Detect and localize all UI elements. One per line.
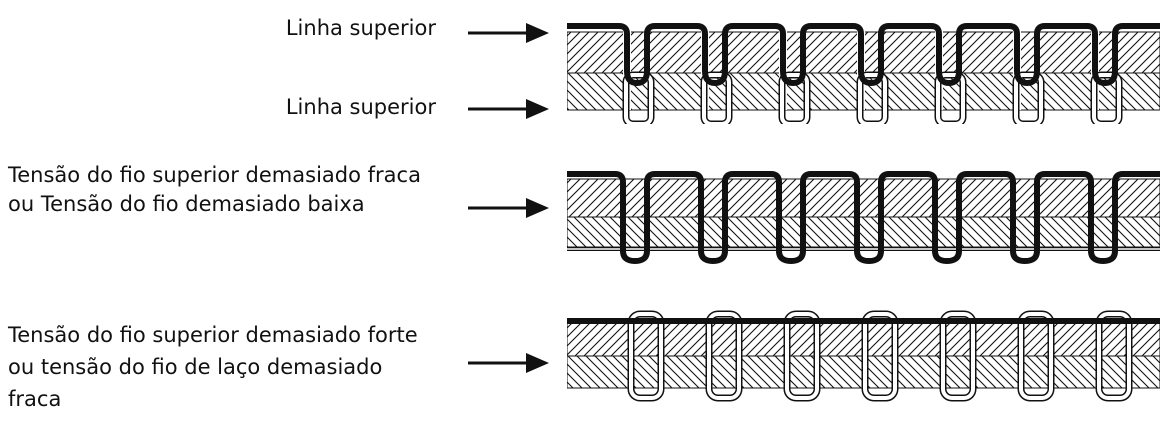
lower-thread-loop [780,73,809,124]
strong-upper-tension-stitch-diagram [567,310,1160,402]
weak-upper-tension-stitch-diagram [567,171,1160,264]
lower-thread-loop [941,312,975,400]
arrow-icon [468,353,549,373]
weak-upper-tension-label: Tensão do fio superior demasiado fraca o… [8,161,421,219]
strong-upper-tension-line-1: Tensão do fio superior demasiado forte [8,323,418,347]
weak-upper-tension-line-2: ou Tensão do fio demasiado baixa [8,192,365,216]
lower-thread-loop [624,73,653,124]
lower-thread-loop [1097,312,1131,400]
upper-thread [567,23,1160,86]
lower-thread-loop [936,73,965,124]
balanced-stitch-diagram [567,23,1160,124]
lower-thread-loop [1014,73,1043,124]
lower-thread-loop [858,73,887,124]
lower-thread-loop [1019,312,1053,400]
lower-thread-loop [629,312,663,400]
lower-thread-loop [707,312,741,400]
arrow-icon [468,198,549,218]
strong-upper-tension-line-2: ou tensão do fio de laço demasiado [8,355,383,379]
strong-upper-tension-label: Tensão do fio superior demasiado forte o… [8,319,418,415]
upper-fabric-layer [567,178,1160,218]
strong-upper-tension-line-3: fraca [8,387,62,411]
lower-thread-loop [863,312,897,400]
upper-thread-label: Linha superior [285,16,436,40]
lower-thread-loop [1092,73,1121,124]
lower-thread-loop [702,73,731,124]
lower-thread-label: Linha superior [285,95,436,119]
lower-fabric-layer [567,216,1160,248]
lower-thread-loop [785,312,819,400]
weak-upper-tension-line-1: Tensão do fio superior demasiado fraca [8,163,421,187]
upper-thread [567,171,1160,264]
arrow-icon [468,23,549,43]
arrow-icon [468,99,549,119]
